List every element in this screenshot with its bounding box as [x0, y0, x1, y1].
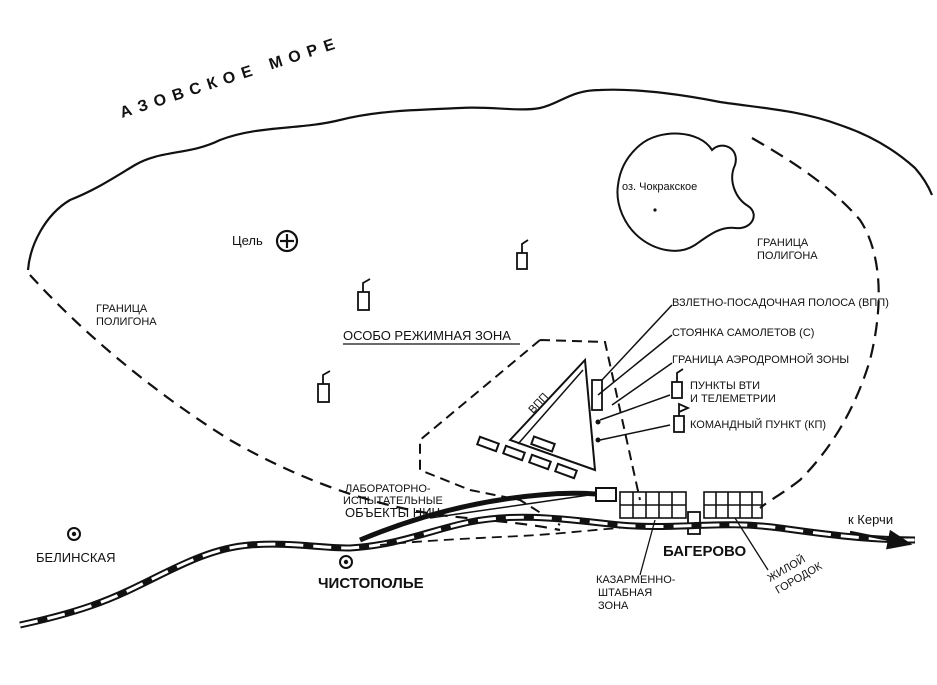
- boundary-right-line1: ГРАНИЦА: [757, 237, 809, 249]
- legend-vti-line1: ПУНКТЫ ВТИ: [690, 380, 760, 392]
- telemetry-post-icon: [357, 278, 371, 311]
- runway-marker: [591, 379, 603, 411]
- telemetry-post-icon: [516, 239, 529, 270]
- legend-command-post: КОМАНДНЫЙ ПУНКТ (КП): [690, 418, 826, 431]
- lab-objects-box: [595, 487, 617, 502]
- to-kerch-label: к Керчи: [848, 512, 893, 527]
- barracks-zone-line1: КАЗАРМЕННО-: [596, 574, 676, 586]
- legend-airfield-boundary: ГРАНИЦА АЭРОДРОМНОЙ ЗОНЫ: [672, 353, 849, 366]
- boundary-left-line2: ПОЛИГОНА: [96, 316, 157, 328]
- legend-vti-line2: И ТЕЛЕМЕТРИИ: [690, 393, 776, 405]
- runway: [508, 357, 597, 472]
- special-regime-zone: [419, 339, 641, 526]
- boundary-right-line2: ПОЛИГОНА: [757, 250, 818, 262]
- coastline: [26, 88, 934, 271]
- telemetry-post-legend-icon: [671, 368, 684, 399]
- lake-chokrakskoye: [616, 132, 755, 252]
- lake-dot: [653, 208, 657, 212]
- command-post-legend-icon: [673, 402, 691, 433]
- barracks-zone-block: [619, 491, 687, 519]
- legend-runway: ВЗЛЕТНО-ПОСАДОЧНАЯ ПОЛОСА (ВПП): [672, 297, 889, 309]
- residential-town-block: [703, 491, 763, 519]
- lake-label: оз. Чокракское: [622, 181, 697, 193]
- legend-parking: СТОЯНКА САМОЛЕТОВ (С): [672, 327, 814, 339]
- lab-objects-line1: ЛАБОРАТОРНО-: [345, 483, 431, 495]
- aircraft-parking: [475, 435, 579, 480]
- town-belinskaya: БЕЛИНСКАЯ: [36, 550, 116, 565]
- telemetry-post-icon: [317, 370, 331, 403]
- special-zone-label: ОСОБО РЕЖИМНАЯ ЗОНА: [343, 328, 511, 343]
- runway-short-label: ВПП: [526, 391, 551, 416]
- belinskaya-marker: [67, 527, 81, 541]
- lab-objects-line2: ИСПЫТАТЕЛЬНЫЕ: [343, 495, 443, 507]
- town-bagerovo: БАГЕРОВО: [663, 543, 746, 560]
- sea-label: АЗОВСКОЕ МОРЕ: [118, 34, 344, 122]
- target-label: Цель: [232, 233, 263, 248]
- target-icon: [275, 229, 299, 253]
- barracks-zone-line2: ШТАБНАЯ: [598, 587, 652, 599]
- range-boundary-right: [751, 137, 880, 509]
- barracks-zone-line3: ЗОНА: [598, 600, 629, 612]
- town-chistopolye: ЧИСТОПОЛЬЕ: [318, 575, 424, 592]
- chistopolye-marker: [339, 555, 353, 569]
- boundary-left-line1: ГРАНИЦА: [96, 303, 148, 315]
- lab-objects-line3: ОБЪЕКТЫ НИЧ: [345, 505, 440, 520]
